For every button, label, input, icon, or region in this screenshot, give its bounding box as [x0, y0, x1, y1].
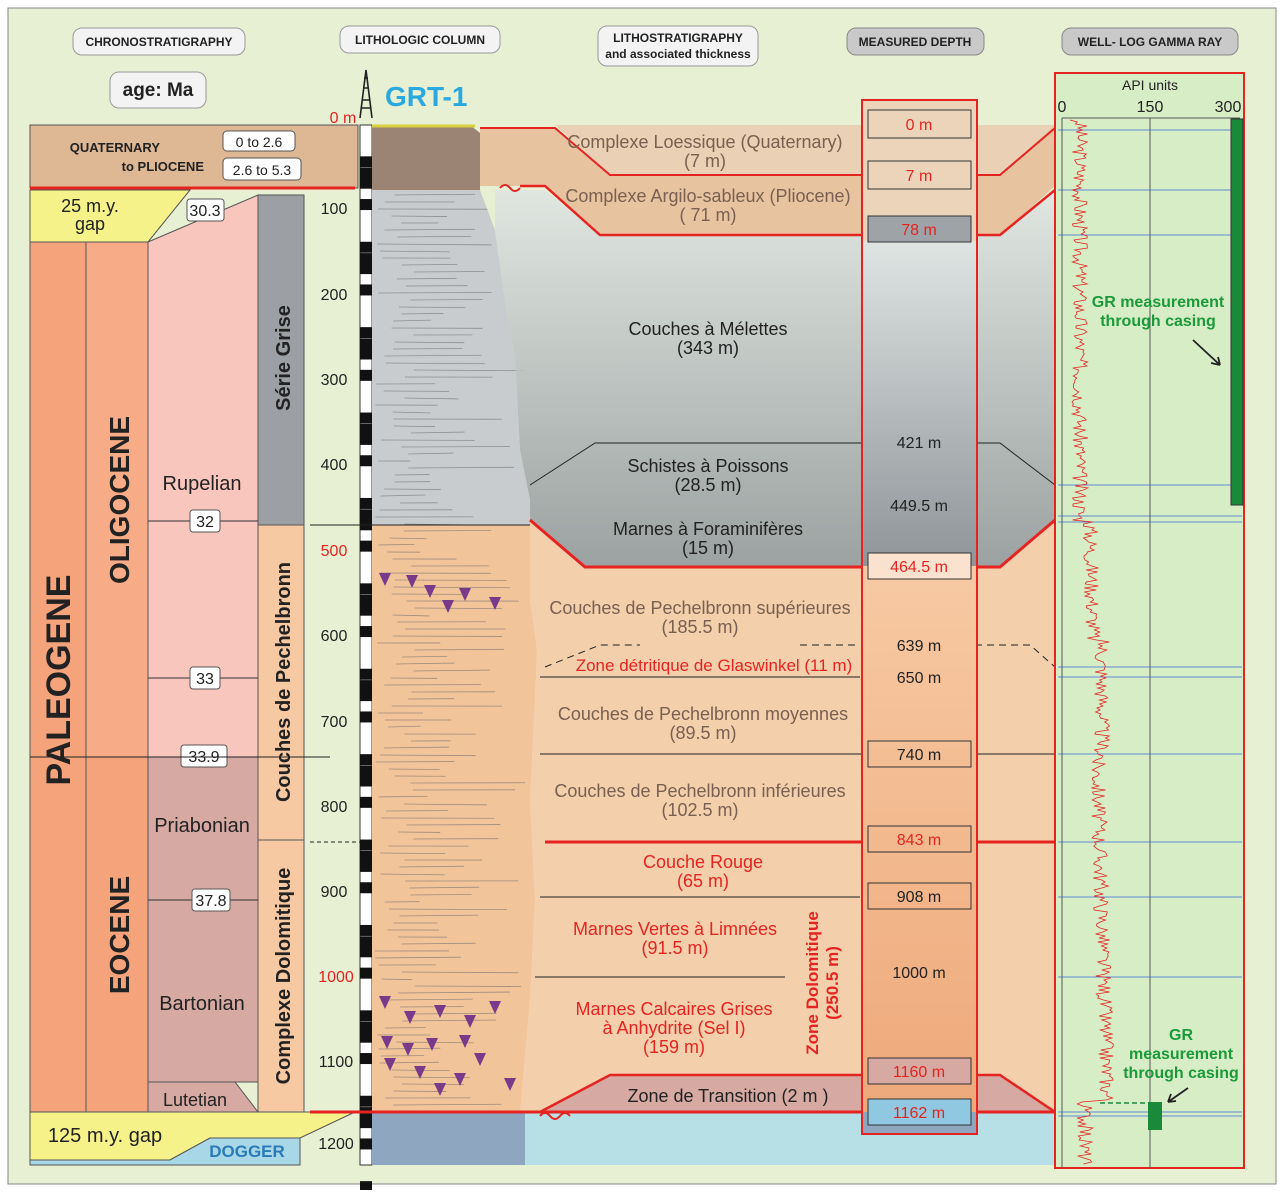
header-lithologic-column: LITHOLOGIC COLUMN [355, 33, 485, 47]
depth-marker: 650 m [897, 670, 941, 687]
depth-tick: 200 [321, 287, 348, 304]
depth-tick: 100 [321, 201, 348, 218]
unit-thickness: à Anhydrite (Sel I) [602, 1018, 745, 1038]
unit-name: Couches de Pechelbronn moyennes [558, 704, 848, 724]
depth-marker: 78 m [901, 222, 937, 239]
depth-tick: 700 [321, 714, 348, 731]
era-paleogene: PALEOGENE [40, 575, 78, 786]
age-box: 33 [196, 671, 214, 688]
casing-note: measurement [1129, 1046, 1234, 1063]
dogger-label: DOGGER [209, 1142, 285, 1161]
depth-marker: 421 m [897, 435, 941, 452]
depth-marker: 0 m [906, 117, 933, 134]
depth-tick: 0 m [330, 110, 357, 127]
unit-name: Complexe Loessique (Quaternary) [567, 132, 842, 152]
unit-thickness: (28.5 m) [674, 475, 741, 495]
depth-tick: 500 [321, 543, 348, 560]
formation-dolomitique: Complexe Dolomitique [273, 868, 295, 1085]
depth-marker: 740 m [897, 747, 941, 764]
depth-tick: 1100 [319, 1054, 354, 1071]
api-units-label: API units [1122, 77, 1178, 93]
age-box: 37.8 [195, 893, 226, 910]
gap-top-label-2: gap [75, 214, 105, 234]
depth-tick: 800 [321, 799, 348, 816]
depth-marker: 908 m [897, 889, 941, 906]
gamma-tick: 300 [1215, 99, 1242, 116]
quaternary-label: QUATERNARY [70, 140, 161, 155]
header-thickness: and associated thickness [605, 47, 751, 61]
age-box: 32 [196, 514, 214, 531]
unit-name: Marnes à Foraminifères [613, 519, 803, 539]
depth-tick: 600 [321, 628, 348, 645]
unit-name: Complexe Argilo-sableux (Pliocene) [565, 186, 850, 206]
depth-marker: 639 m [897, 638, 941, 655]
depth-marker: 7 m [906, 168, 933, 185]
header-chronostratigraphy: CHRONOSTRATIGRAPHY [85, 35, 232, 49]
gamma-tick: 0 [1058, 99, 1067, 116]
age-box: 2.6 to 5.3 [233, 162, 292, 178]
depth-tick: 1200 [318, 1136, 354, 1153]
gap-bottom-label: 125 m.y. gap [48, 1125, 162, 1147]
depth-tick: 1000 [318, 969, 354, 986]
depth-marker: 1162 m [893, 1105, 945, 1122]
depth-tick: 400 [321, 457, 348, 474]
stage-bartonian: Bartonian [159, 993, 245, 1015]
unit-thickness: (89.5 m) [669, 723, 736, 743]
pliocene-label: to PLIOCENE [122, 159, 205, 174]
unit-name: Marnes Calcaires Grises [575, 999, 772, 1019]
unit-thickness: (91.5 m) [641, 938, 708, 958]
zone-dolomitique-label: Zone Dolomitique [803, 911, 822, 1055]
measured-depth-column: 0 m 7 m 78 m 421 m 449.5 m 464.5 m 639 m… [862, 100, 977, 1134]
casing-note: through casing [1123, 1065, 1239, 1082]
epoch-oligocene: OLIGOCENE [104, 416, 135, 584]
epoch-eocene: EOCENE [104, 876, 135, 994]
header-gamma-ray: WELL- LOG GAMMA RAY [1078, 35, 1222, 49]
zone-dolomitique-thickness: (250.5 m) [823, 946, 842, 1020]
well-name: GRT-1 [385, 81, 467, 112]
age-label: age: Ma [123, 80, 194, 101]
unit-extra: (159 m) [643, 1037, 705, 1057]
age-box: 30.3 [189, 203, 220, 220]
depth-tick: 900 [321, 884, 348, 901]
unit-name: Schistes à Poissons [627, 456, 788, 476]
gap-top-label: 25 m.y. [61, 196, 119, 216]
unit-thickness: (65 m) [677, 871, 729, 891]
unit-name: Marnes Vertes à Limnées [573, 919, 777, 939]
unit-name: Zone détritique de Glaswinkel (11 m) [576, 656, 853, 675]
unit-thickness: (7 m) [684, 151, 726, 171]
unit-name: Zone de Transition (2 m ) [627, 1086, 828, 1106]
depth-marker: 843 m [897, 832, 941, 849]
unit-thickness: (343 m) [677, 338, 739, 358]
depth-marker: 1160 m [893, 1064, 945, 1081]
stage-priabonian: Priabonian [154, 815, 250, 837]
unit-name: Couches à Mélettes [628, 319, 787, 339]
casing-note: GR measurement [1092, 294, 1225, 311]
unit-name: Couches de Pechelbronn supérieures [549, 598, 850, 618]
header-lithostratigraphy: LITHOSTRATIGRAPHY [613, 31, 743, 45]
unit-thickness: (102.5 m) [661, 800, 738, 820]
casing-note: GR [1169, 1027, 1193, 1044]
depth-tick: 300 [321, 372, 348, 389]
header-measured-depth: MEASURED DEPTH [859, 35, 972, 49]
depth-marker: 449.5 m [890, 498, 948, 515]
depth-marker: 1000 m [892, 965, 945, 982]
stage-rupelian: Rupelian [163, 473, 242, 495]
age-box: 0 to 2.6 [236, 134, 283, 150]
unit-name: Couches de Pechelbronn inférieures [554, 781, 845, 801]
gamma-ray-panel: API units 0 150 300 GR measurement throu… [1055, 73, 1244, 1168]
formation-pechelbronn: Couches de Pechelbronn [273, 562, 295, 802]
unit-name: Couche Rouge [643, 852, 763, 872]
unit-thickness: (185.5 m) [661, 617, 738, 637]
casing-note: through casing [1100, 313, 1216, 330]
gamma-tick: 150 [1137, 99, 1164, 116]
unit-thickness: ( 71 m) [679, 205, 736, 225]
depth-marker: 464.5 m [890, 559, 948, 576]
stage-lutetian: Lutetian [163, 1090, 227, 1110]
unit-thickness: (15 m) [682, 538, 734, 558]
formation-serie-grise: Série Grise [273, 305, 295, 411]
